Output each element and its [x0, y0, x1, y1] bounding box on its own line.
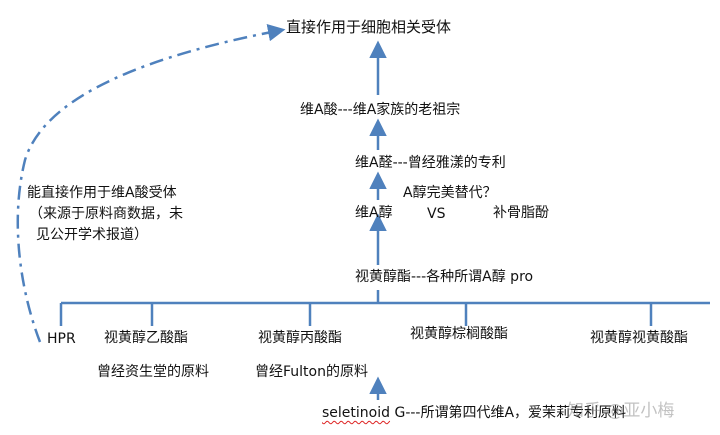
dashdot-curve-hpr-to-target [16, 24, 286, 343]
zhihu-watermark: 知乎 @亚小梅 [567, 401, 675, 421]
branch-retinyl-retinoate: 视黄醇视黄酸酯 [590, 330, 688, 346]
hpr-side-note-line-2: （来源于原料商数据，未 [29, 206, 183, 222]
acetate-origin-note: 曾经资生堂的原料 [97, 364, 209, 380]
retinyl-esters-label: 视黄醇酯---各种所谓A醇 pro [355, 269, 534, 285]
hpr-side-note-line-1: 能直接作用于维A酸受体 [27, 185, 177, 201]
seletinoid-name: seletinoid [322, 405, 391, 421]
branch-retinyl-acetate: 视黄醇乙酸酯 [104, 330, 188, 346]
branch-retinyl-propionate: 视黄醇丙酸酯 [258, 330, 342, 346]
vs-label: VS [427, 206, 446, 222]
hpr-side-note-line-3: 见公开学术报道） [36, 227, 148, 243]
retinaldehyde-label: 维A醛---曾经雅漾的专利 [355, 155, 506, 171]
seletinoid-label: seletinoid G---所谓第四代维A，爱茉莉专利原料 [322, 404, 626, 422]
retinol-label: 维A醇 [355, 205, 393, 221]
retinoic-acid-label: 维A酸---维A家族的老祖宗 [300, 102, 461, 118]
seletinoid-description: G---所谓第四代维A，爱茉莉专利原料 [390, 405, 627, 421]
replacement-question: A醇完美替代？ [403, 185, 497, 201]
target-receptor-label: 直接作用于细胞相关受体 [286, 18, 452, 36]
branch-retinyl-palmitate: 视黄醇棕榈酸酯 [410, 326, 508, 342]
propionate-origin-note: 曾经Fulton的原料 [255, 364, 368, 380]
bakuchiol-label: 补骨脂酚 [493, 205, 549, 221]
branch-hpr: HPR [47, 331, 76, 347]
